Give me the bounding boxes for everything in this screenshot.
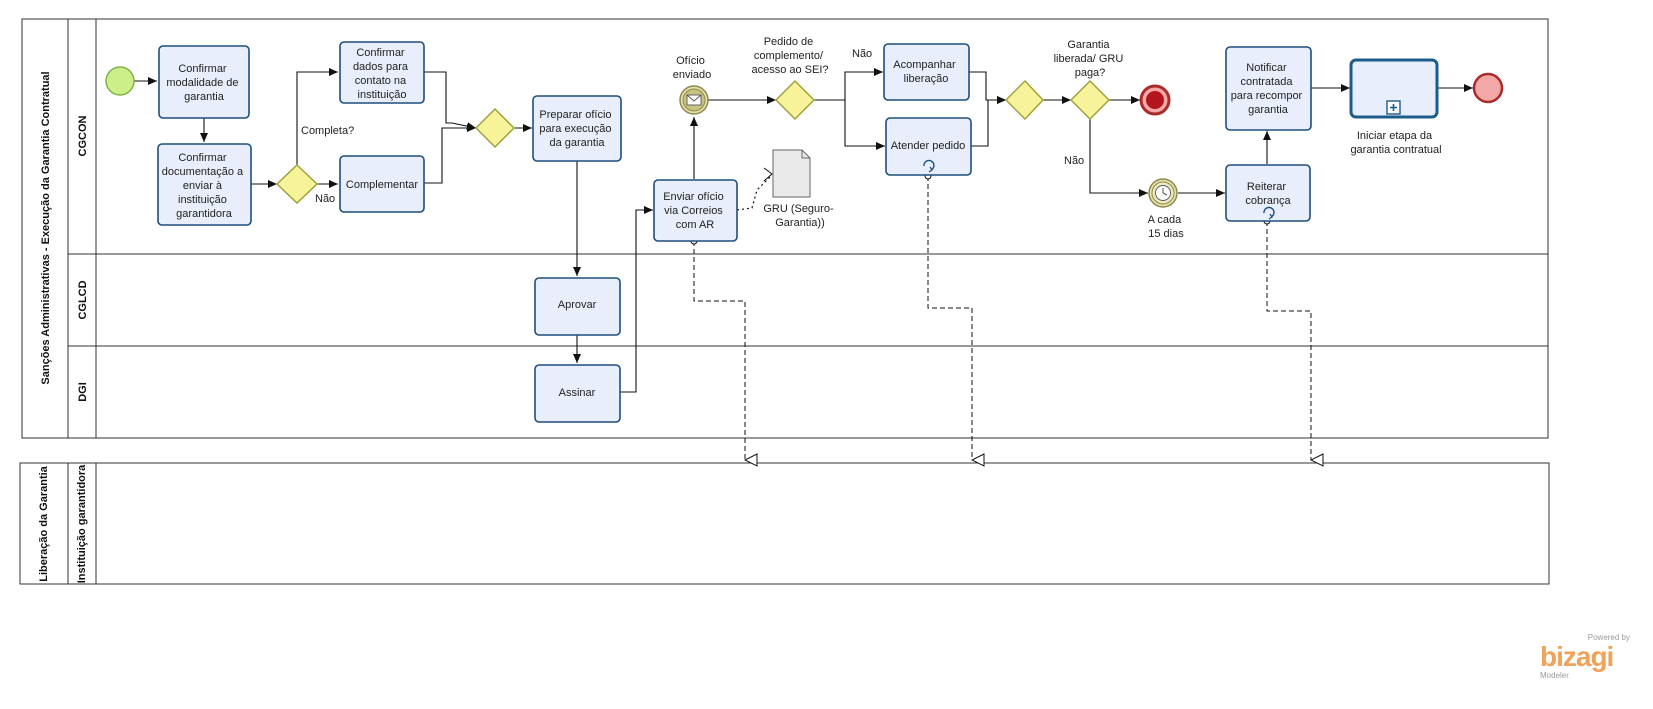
gateway-merge-2 [1005,79,1044,121]
task-atender-pedido[interactable]: Atender pedido [885,117,972,176]
lane-cgcon-title: CGCON [77,115,89,156]
bizagi-branding: Powered by bizagi Modeler [1538,633,1638,680]
terminate-end-event[interactable] [1139,84,1171,116]
gateway-merge-1 [475,108,515,148]
label-gru: GRU (Seguro- Garantia)) [763,203,836,229]
svg-text:Aprovar: Aprovar [558,299,597,311]
label-subprocess: Iniciar etapa da garantia contratual [1350,130,1441,156]
label-oficio-enviado: Ofício enviado [673,55,712,81]
svg-text:Confirmar documentação a: Confirmar documentação a enviar à instit… [162,152,246,220]
task-assinar[interactable]: Assinar [534,364,621,423]
timer-intermediate-event[interactable] [1148,178,1178,208]
modeler-text: Modeler [1540,671,1569,680]
message-intermediate-event[interactable] [679,85,709,115]
svg-text:Reiterar cobrança: Reiterar cobrança [1245,181,1291,207]
svg-text:Preparar ofício para exe: Preparar ofício para execução da garanti… [539,109,614,149]
label-a-cada-15-dias: A cada 15 dias [1148,214,1185,240]
svg-text:Atender pedido: Atender pedido [891,140,966,152]
loop-icon [923,159,935,173]
task-acompanhar-liberacao[interactable]: Acompanhar liberação [883,43,970,101]
gateway-completa [275,164,319,204]
label-nao-completa: Não [315,193,335,205]
envelope-icon [686,94,702,106]
task-notificar-contratada[interactable]: Notificar contratada para recompor garan… [1225,46,1312,131]
pool-liberacao: Liberação da Garantia Instituição garant… [19,462,1550,585]
pool-liberacao-title: Liberação da Garantia [38,465,50,581]
label-nao-garantia: Não [1064,155,1084,167]
loop-icon [1263,206,1275,220]
powered-by-text: Powered by [1587,633,1630,642]
lane-dgi-title: DGI [77,382,89,402]
subprocess-iniciar-etapa[interactable] [1349,58,1439,119]
lane-instituicao-title: Instituição garantidora [76,464,88,583]
svg-text:Enviar ofício via Correi: Enviar ofício via Correios com AR [663,191,727,231]
task-confirmar-documentacao[interactable]: Confirmar documentação a enviar à instit… [157,143,252,226]
label-completa: Completa? [301,125,354,137]
end-event[interactable] [1472,72,1504,104]
pool-main-title: Sanções Administrativas - Execução da Ga… [40,71,52,384]
task-complementar[interactable]: Complementar [339,155,425,213]
clock-icon [1155,185,1171,201]
label-nao-pedido: Não [852,48,872,60]
svg-text:Confirmar dados para: Confirmar dados para contato na institui… [353,47,411,101]
data-object-gru[interactable] [772,149,811,198]
task-preparar-oficio[interactable]: Preparar ofício para execução da garanti… [532,95,622,162]
lane-cglcd-title: CGLCD [77,280,89,319]
svg-text:Acompanhar liberação: Acompanhar liberação [893,59,958,85]
message-flows [693,176,1311,460]
task-confirmar-modalidade[interactable]: Confirmar modalidade de garantia [158,45,250,119]
task-aprovar[interactable]: Aprovar [534,277,621,336]
label-pedido-complemento: Pedido de complemento/ acesso ao SEI? [751,36,828,76]
gateway-pedido [775,80,815,120]
task-reiterar-cobranca[interactable]: Reiterar cobrança [1225,164,1311,222]
svg-text:Assinar: Assinar [559,387,596,399]
sequence-flows [134,68,1473,393]
start-event[interactable] [105,66,135,96]
expand-plus-icon [1386,100,1401,115]
svg-text:Confirmar modalidade de: Confirmar modalidade de garantia [166,63,241,103]
task-confirmar-dados[interactable]: Confirmar dados para contato na institui… [339,41,425,104]
task-enviar-oficio[interactable]: Enviar ofício via Correios com AR [653,179,738,242]
gateway-garantia-liberada [1070,80,1110,120]
label-garantia-liberada: Garantia liberada/ GRU paga? [1054,39,1127,79]
bizagi-logo: bizagi [1540,641,1614,672]
svg-text:Complementar: Complementar [346,179,418,191]
svg-text:Notificar contratada: Notificar contratada para recompor garan… [1231,62,1306,116]
